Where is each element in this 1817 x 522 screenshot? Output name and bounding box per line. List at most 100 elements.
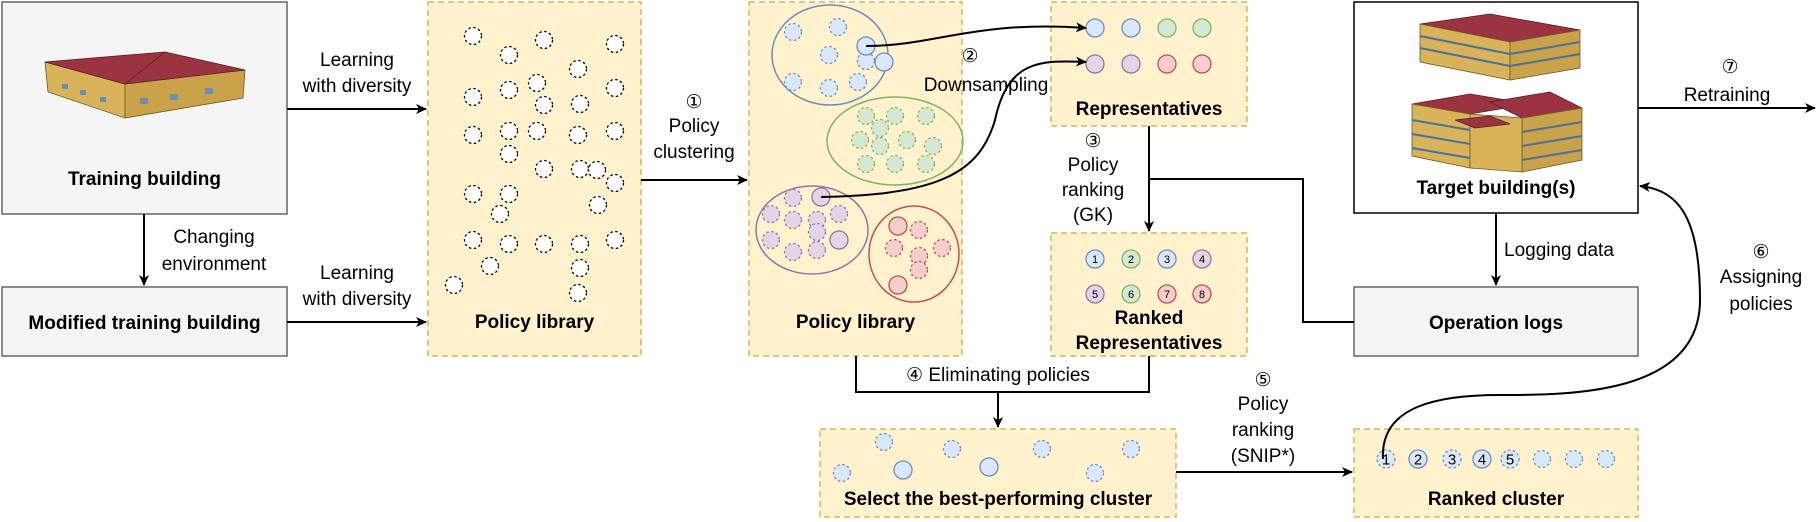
policy-dot [534,30,554,50]
step6-line1: Assigning [1720,267,1802,288]
unclustered-policy-dots [444,26,625,303]
green-policy-dot [916,106,936,126]
step2-number: ② [961,46,978,67]
step5-line3: (SNIP*) [1231,446,1295,467]
policy-dot [605,78,625,98]
cluster-policy-dot [832,463,852,483]
policy-dot [499,144,519,164]
policy-dot [605,121,625,141]
green-policy-dot [850,130,870,150]
purple-policy-dot [783,210,803,230]
red-policy-dot [884,238,904,258]
ranked-cluster-dot [1442,449,1462,469]
green-policy-dot [870,136,890,156]
ranked-representatives-label-1: Ranked [1115,308,1184,329]
policy-dot [463,26,483,46]
ranked-cluster-number: 5 [1506,451,1514,468]
learning-diversity-1-line2: with diversity [302,76,412,97]
purple-policy-dot [761,204,781,224]
green-policy-dot [870,118,890,138]
policy-dot [570,258,590,278]
green-policy-dot [923,136,943,156]
representative-dot [1121,18,1141,38]
step3-line3: (GK) [1073,205,1113,226]
policy-dot [499,184,519,204]
step3-line2: ranking [1062,180,1124,201]
representative-dot [1192,54,1212,74]
best-cluster-node: Select the best-performing cluster [819,428,1177,518]
ranked-representative-dot [1085,249,1105,269]
policy-dot [605,173,625,193]
purple-policy-dot [783,188,803,208]
red-representative-dot [888,216,908,236]
logging-data-label: Logging data [1504,240,1614,261]
edge-downsample-blue [865,22,1087,47]
edge-downsample-purple [820,56,1087,198]
ranked-representative-number: 7 [1164,289,1170,301]
policy-dot [480,256,500,276]
policy-dot [463,87,483,107]
step6-number: ⑥ [1752,242,1769,263]
ranked-representative-number: 8 [1199,289,1205,301]
purple-policy-dot [807,240,827,260]
policy-dot [534,95,554,115]
cluster-policy-dot [874,432,894,452]
learning-diversity-2-line2: with diversity [302,289,412,310]
representative-dot [1085,18,1105,38]
ranked-cluster-number: 1 [1382,451,1390,468]
policy-dot [490,204,510,224]
representative-dot [1085,54,1105,74]
ranked-cluster-dot [1564,449,1584,469]
cluster-policy-dot [942,439,962,459]
operation-logs-label: Operation logs [1429,313,1563,334]
red-policy-dot [909,246,929,266]
ranked-cluster-dot [1500,449,1520,469]
step5-number: ⑤ [1254,370,1271,391]
policy-library-2-node: Policy library [748,1,964,357]
policy-dot [570,94,590,114]
policy-library-1-label: Policy library [475,312,595,333]
cluster-policy-dot [1085,463,1105,483]
policy-dot [587,160,607,180]
green-policy-dot [916,154,936,174]
red-cluster [868,205,960,303]
operation-logs-node: Operation logs [1353,286,1639,357]
ranked-cluster-dot [1472,449,1492,469]
ranked-representative-number: 6 [1128,289,1134,301]
edge-logs-to-ranking [1149,178,1354,323]
ranked-representative-dot [1121,249,1141,269]
target-buildings-label: Target building(s) [1416,178,1575,199]
ranked-cluster-dot [1376,449,1396,469]
ranked-cluster-dot [1408,449,1428,469]
policy-dot [499,234,519,254]
policy-library-2-label: Policy library [796,312,916,333]
ranked-representative-number: 1 [1092,254,1098,266]
ranked-cluster-label: Ranked cluster [1428,489,1565,510]
policy-dot [570,234,590,254]
step3-line1: Policy [1068,155,1119,176]
training-building-label: Training building [68,169,221,190]
red-representative-dot [888,275,908,295]
policy-dot [605,230,625,250]
cluster-policy-dot [1121,439,1141,459]
ranked-representatives-label-2: Representatives [1076,333,1223,354]
blue-policy-dot [783,72,803,92]
representative-dot [1121,54,1141,74]
cluster-policy-dot [1032,439,1052,459]
learning-diversity-2-line1: Learning [320,263,394,284]
representatives-node: Representatives [1050,1,1248,127]
ranked-cluster-number: 2 [1414,451,1422,468]
policy-dot [463,125,483,145]
ranked-representative-dot [1085,284,1105,304]
green-policy-dot [897,130,917,150]
ranked-representative-number: 4 [1199,254,1205,266]
changing-environment-line1: Changing [173,227,254,248]
ranked-representative-dot [1157,284,1177,304]
blue-policy-dot [819,78,839,98]
step7-number: ⑦ [1721,57,1738,78]
ranked-representative-number: 3 [1164,254,1170,266]
blue-policy-dot [783,22,803,42]
